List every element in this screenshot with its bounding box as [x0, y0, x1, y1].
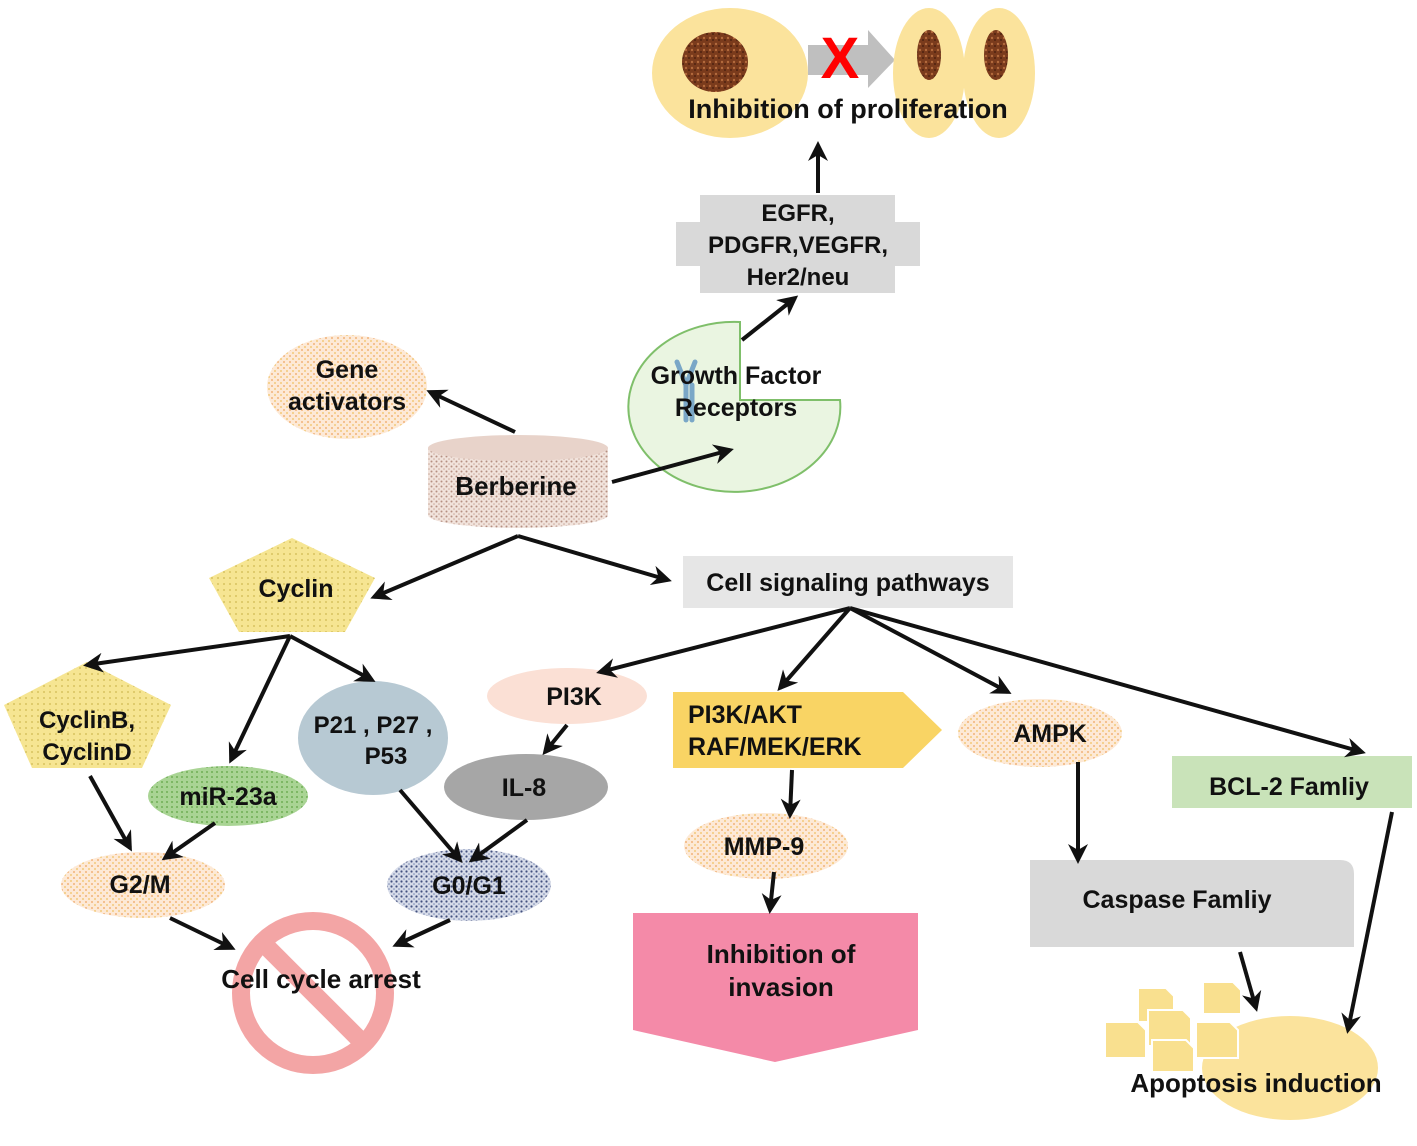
- pathway-arrow-node: PI3K/AKT RAF/MEK/ERK: [673, 692, 942, 768]
- p21-line-2: P53: [365, 743, 408, 770]
- cell-cycle-arrest-label: Cell cycle arrest: [221, 964, 421, 994]
- growth-factor-receptors: Growth Factor Receptors: [627, 320, 842, 493]
- arrow-signaling-to-ampk: [849, 606, 1012, 694]
- invasion-line-1: Inhibition of: [707, 939, 856, 969]
- arrow-g2m-to-arrest: [169, 916, 236, 951]
- arrow-berberine-to-cell-signaling: [517, 534, 672, 586]
- arrow-mir23a-to-g2m: [161, 821, 217, 861]
- g2m-label: G2/M: [109, 871, 170, 899]
- daughter-nucleus-1: [917, 30, 941, 80]
- cyclin-node: Cyclin: [209, 538, 375, 632]
- arrow-signaling-to-pi3k: [596, 606, 851, 678]
- apoptosis-node: Apoptosis induction: [1104, 981, 1382, 1120]
- arrow-bcl2-to-apoptosis: [1341, 811, 1394, 1034]
- pi3k-node: PI3K: [487, 668, 647, 724]
- pathway-line-1: PI3K/AKT: [688, 701, 802, 729]
- proliferation-group: X Inhibition of proliferation: [652, 8, 1035, 138]
- arrow-cyclin-to-cyclinbd: [83, 634, 291, 673]
- growth-factor-line-2: Receptors: [675, 394, 797, 422]
- apoptotic-fragments-icon: [1104, 981, 1242, 1073]
- pathway-line-2: RAF/MEK/ERK: [688, 733, 862, 761]
- division-arrow: [808, 30, 895, 88]
- gene-activators-node: Gene activators: [267, 335, 427, 439]
- cyclinbd-line-1: CyclinB,: [39, 707, 135, 734]
- pi3k-label: PI3K: [546, 683, 602, 711]
- arrow-mmp9-to-invasion: [761, 871, 782, 914]
- cell-signaling-node: Cell signaling pathways: [683, 556, 1013, 608]
- receptors-line-2: PDGFR,VEGFR,: [708, 232, 888, 259]
- g0g1-node: G0/G1: [387, 849, 551, 921]
- mir23a-node: miR-23a: [148, 766, 308, 826]
- caspase-label: Caspase Famliy: [1083, 886, 1272, 914]
- cyclin-label: Cyclin: [258, 575, 333, 603]
- daughter-nucleus-2: [984, 30, 1008, 80]
- ampk-label: AMPK: [1013, 720, 1087, 748]
- receptors-line-3: Her2/neu: [747, 264, 850, 291]
- arrow-growth-factor-to-receptors: [740, 295, 799, 342]
- arrow-il8-to-g0g1: [468, 818, 529, 863]
- gene-activators-line-2: activators: [288, 388, 406, 416]
- cell-signaling-label: Cell signaling pathways: [706, 569, 989, 597]
- cell-cycle-arrest-node: Cell cycle arrest: [221, 912, 421, 1074]
- mir23a-label: miR-23a: [179, 783, 277, 811]
- p21-node: P21 , P27 , P53: [298, 681, 448, 795]
- arrow-p21-to-g0g1: [398, 788, 463, 864]
- arrow-berberine-to-gene-activators: [426, 389, 516, 434]
- arrow-signaling-to-pathway: [777, 606, 852, 692]
- bcl2-label: BCL-2 Famliy: [1209, 773, 1369, 801]
- receptor-icon: [674, 359, 698, 423]
- p21-line-1: P21 , P27 ,: [314, 712, 433, 739]
- invasion-node: Inhibition of invasion: [633, 913, 918, 1062]
- parent-nucleus: [682, 32, 748, 92]
- berberine-node: Berberine: [428, 435, 608, 528]
- arrow-g0g1-to-arrest: [392, 918, 451, 948]
- berberine-label: Berberine: [455, 471, 576, 501]
- arrow-pathway-to-mmp9: [780, 769, 801, 819]
- invasion-line-2: invasion: [728, 972, 833, 1002]
- arrow-cyclin-to-mir23a: [228, 635, 292, 764]
- receptors-line-1: EGFR,: [761, 200, 834, 227]
- bcl2-node: BCL-2 Famliy: [1172, 756, 1412, 808]
- arrow-berberine-to-growth-factor: [611, 444, 734, 484]
- arrow-pi3k-to-il8: [542, 723, 569, 756]
- ampk-node: AMPK: [958, 699, 1122, 767]
- il8-label: IL-8: [502, 774, 547, 802]
- apoptosis-label: Apoptosis induction: [1130, 1068, 1381, 1098]
- g0g1-label: G0/G1: [432, 872, 506, 900]
- arrow-cyclinbd-to-g2m: [88, 775, 132, 852]
- arrow-signaling-to-bcl2: [849, 606, 1366, 758]
- il8-node: IL-8: [444, 754, 608, 820]
- arrows: [83, 141, 1394, 1034]
- mmp9-label: MMP-9: [724, 833, 805, 861]
- arrow-cyclin-to-p21: [289, 634, 376, 682]
- g2m-node: G2/M: [61, 852, 225, 918]
- cyclinbd-line-2: CyclinD: [42, 739, 131, 766]
- arrow-caspase-to-apoptosis: [1238, 951, 1262, 1012]
- receptors-box: EGFR, PDGFR,VEGFR, Her2/neu: [676, 195, 920, 293]
- forbidden-sign-icon: [232, 912, 394, 1074]
- growth-factor-line-1: Growth Factor: [651, 362, 822, 390]
- blocked-cross-icon: X: [821, 26, 860, 91]
- caspase-node: Caspase Famliy: [1030, 860, 1354, 947]
- mmp9-node: MMP-9: [684, 813, 848, 879]
- proliferation-label: Inhibition of proliferation: [688, 94, 1007, 124]
- cyclinbd-node: CyclinB, CyclinD: [4, 662, 171, 768]
- arrow-berberine-to-cyclin: [370, 534, 519, 600]
- gene-activators-line-1: Gene: [316, 356, 379, 384]
